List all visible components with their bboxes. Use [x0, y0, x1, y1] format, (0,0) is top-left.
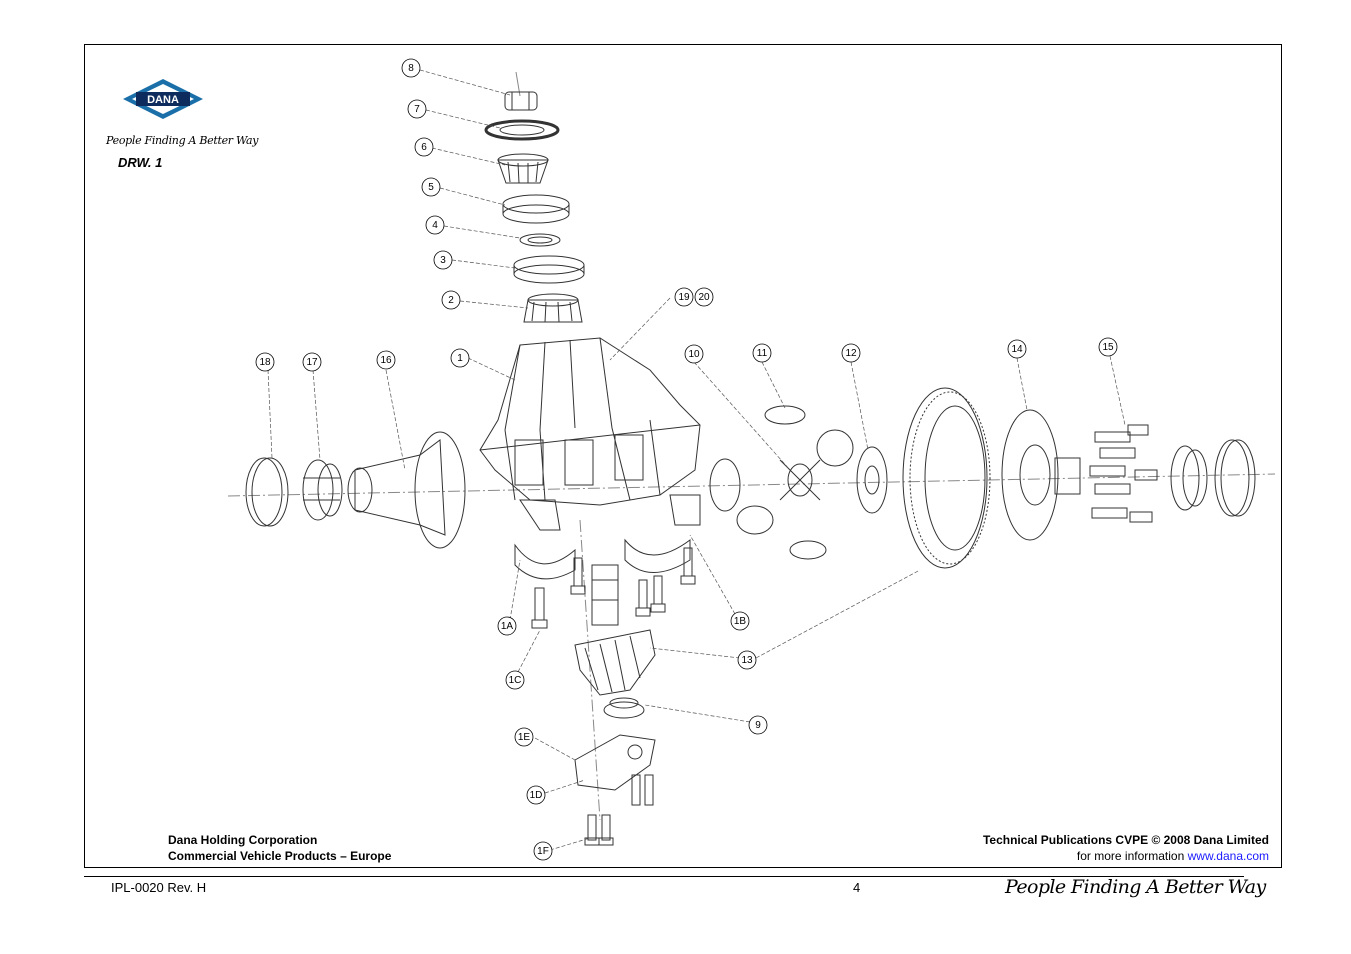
- callout-1B: [730, 611, 750, 631]
- svg-text:4: 4: [432, 220, 438, 231]
- company-name: Dana Holding Corporation: [168, 833, 318, 847]
- callout-14: [1007, 339, 1027, 359]
- more-info-prefix: for more information: [1076, 849, 1185, 863]
- callout-6: [414, 137, 434, 157]
- callout-2: [441, 290, 461, 310]
- part-5-cup: [502, 194, 570, 224]
- callout-1C: [505, 670, 525, 690]
- svg-text:16: 16: [380, 355, 392, 366]
- callout-16: [376, 350, 396, 370]
- callout-1: [450, 348, 470, 368]
- svg-text:15: 15: [1102, 342, 1114, 353]
- part-9-bearing: [603, 697, 645, 719]
- callout-7: [407, 99, 427, 119]
- part-18-cup: [245, 457, 289, 527]
- callout-3: [433, 250, 453, 270]
- publisher-line: Technical Publications CVPE © 2008 Dana …: [982, 833, 1269, 847]
- part-1B-bearing-cap: [624, 494, 701, 573]
- svg-text:1: 1: [457, 353, 463, 364]
- callout-8: [401, 58, 421, 78]
- part-13-pinion: [574, 564, 656, 696]
- svg-text:1F: 1F: [537, 846, 549, 857]
- part-13-crown-wheel: [902, 387, 991, 569]
- dana-logo: DANA: [123, 79, 203, 119]
- more-info-line: for more information www.dana.com: [983, 848, 1269, 864]
- callout-9: [748, 715, 768, 735]
- company-division: Commercial Vehicle Products – Europe: [168, 849, 392, 863]
- svg-text:DANA: DANA: [147, 94, 179, 106]
- svg-text:1C: 1C: [509, 675, 522, 686]
- callout-18: [255, 352, 275, 372]
- part-3-cup: [513, 255, 585, 284]
- callout-13: [737, 650, 757, 670]
- footer-rule: [84, 876, 1244, 877]
- svg-text:13: 13: [741, 655, 753, 666]
- svg-text:18: 18: [259, 357, 271, 368]
- part-4-spacer: [519, 233, 561, 247]
- part-1D-cover: [574, 734, 656, 806]
- svg-text:8: 8: [408, 63, 414, 74]
- svg-text:3: 3: [440, 255, 446, 266]
- page-number: 4: [853, 880, 861, 895]
- callout-5: [421, 177, 441, 197]
- part-17-bearing: [302, 459, 343, 521]
- part-16-diff-case-half: [347, 431, 466, 549]
- svg-text:14: 14: [1011, 344, 1023, 355]
- svg-text:5: 5: [428, 182, 434, 193]
- svg-text:17: 17: [306, 357, 318, 368]
- part-18-right-cup: [1214, 439, 1256, 517]
- svg-text:10: 10: [688, 349, 700, 360]
- svg-text:12: 12: [845, 348, 857, 359]
- part-1-carrier-housing: [479, 337, 701, 506]
- part-6-bearing-cone: [497, 153, 549, 184]
- callout-12: [841, 343, 861, 363]
- callout-1F: [533, 841, 553, 861]
- drawing-label: DRW. 1: [118, 155, 163, 170]
- company-info: Dana Holding Corporation Commercial Vehi…: [168, 832, 391, 864]
- page-frame: [84, 44, 1282, 868]
- document-number: IPL-0020 Rev. H: [111, 880, 207, 895]
- callout-1E: [514, 727, 534, 747]
- svg-text:11: 11: [757, 348, 768, 359]
- part-15-bolts: [1089, 424, 1158, 523]
- svg-text:19: 19: [678, 292, 690, 303]
- part-1F-bolts: [584, 814, 614, 846]
- callout-19: [674, 287, 694, 307]
- svg-text:20: 20: [698, 292, 710, 303]
- callout-11: [752, 343, 772, 363]
- callout-4: [425, 215, 445, 235]
- publisher-info: Technical Publications CVPE © 2008 Dana …: [983, 832, 1269, 864]
- part-1A-bearing-cap: [514, 499, 576, 580]
- svg-text:2: 2: [448, 295, 454, 306]
- callout-20: [694, 287, 714, 307]
- svg-text:7: 7: [414, 104, 420, 115]
- exploded-view-drawing: 8 7 6 5 4 3 2 19 20 1 18 17 16 10 11 12 …: [227, 58, 1276, 861]
- callout-10: [684, 344, 704, 364]
- part-2-bearing-cone: [523, 293, 583, 323]
- callout-15: [1098, 337, 1118, 357]
- callout-17: [302, 352, 322, 372]
- part-1C-bolts: [531, 547, 696, 629]
- svg-text:6: 6: [421, 142, 427, 153]
- svg-text:1E: 1E: [518, 732, 531, 743]
- callout-1D: [526, 785, 546, 805]
- part-7-seal: [484, 119, 560, 141]
- svg-text:1B: 1B: [734, 616, 747, 627]
- svg-text:1A: 1A: [501, 621, 514, 632]
- dana-website-link[interactable]: www.dana.com: [1187, 849, 1269, 863]
- part-14-diff-case-half: [1001, 409, 1081, 541]
- callout-1A: [497, 616, 517, 636]
- part-12-side-gear: [856, 446, 888, 514]
- part-17-right-bearing: [1170, 445, 1208, 511]
- part-8-nut: [504, 91, 538, 111]
- svg-text:9: 9: [755, 720, 761, 731]
- signature-slogan: People Finding A Better Way: [1005, 876, 1266, 898]
- svg-text:1D: 1D: [530, 790, 543, 801]
- part-11-pinion-gears: [709, 405, 854, 560]
- tagline: People Finding A Better Way: [106, 134, 259, 147]
